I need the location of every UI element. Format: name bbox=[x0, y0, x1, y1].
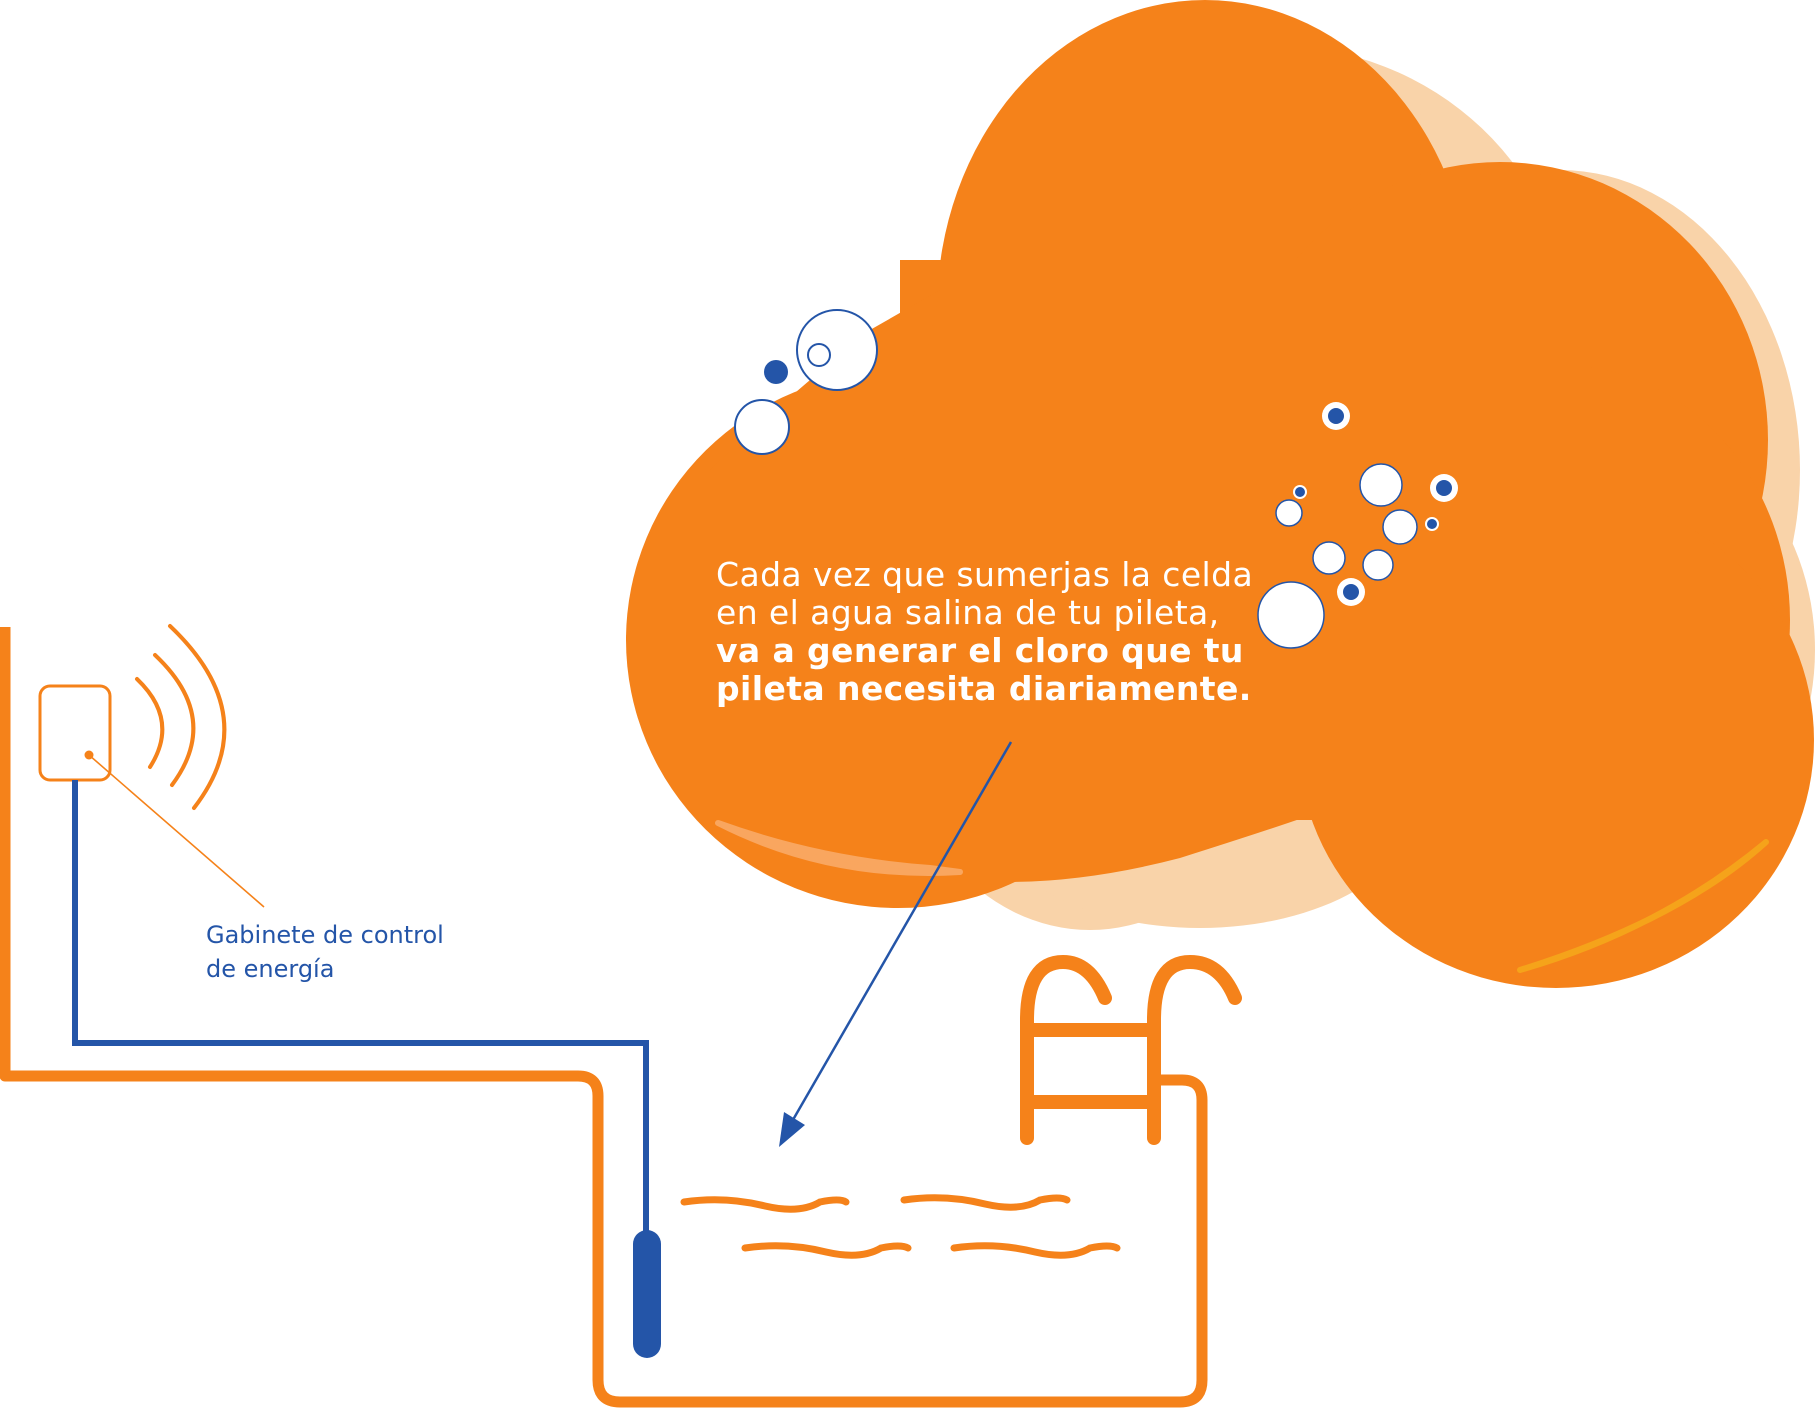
speech-cloud bbox=[626, 0, 1814, 988]
callout-bold: va a generar el cloro que tu pileta nece… bbox=[716, 631, 1252, 708]
cloud-highlight-right bbox=[1517, 839, 1769, 973]
bubble bbox=[1295, 487, 1305, 497]
callout-regular: Cada vez que sumerjas la celda en el agu… bbox=[716, 555, 1254, 632]
bubble bbox=[734, 399, 790, 455]
chlorine-bubbles-icon bbox=[734, 309, 1458, 649]
bubble bbox=[1257, 581, 1325, 649]
waves-icon bbox=[680, 1194, 1121, 1259]
callout-text: Cada vez que sumerjas la celda en el agu… bbox=[716, 556, 1256, 708]
electrode-icon bbox=[633, 1230, 661, 1358]
cloud-highlight-left bbox=[715, 820, 963, 876]
bubble bbox=[1359, 463, 1403, 507]
bubble bbox=[1427, 519, 1437, 529]
power-cable bbox=[72, 780, 649, 1232]
wall-pipe bbox=[0, 627, 1208, 1408]
cabinet-label: Gabinete de control de energía bbox=[206, 918, 536, 986]
signal-waves-icon bbox=[135, 624, 227, 810]
ladder-icon bbox=[1020, 954, 1242, 1145]
arrow-icon bbox=[779, 741, 1013, 1147]
bubble bbox=[1362, 549, 1394, 581]
bubble bbox=[1382, 509, 1418, 545]
cabinet-label-line1: Gabinete de control bbox=[206, 921, 444, 949]
bubble bbox=[1275, 499, 1303, 527]
bubble bbox=[764, 360, 788, 384]
bubble bbox=[796, 309, 878, 391]
bubble bbox=[807, 343, 831, 367]
bubble bbox=[1312, 541, 1346, 575]
cabinet-icon bbox=[38, 684, 112, 782]
cabinet-leader-line bbox=[88, 754, 265, 908]
bubble bbox=[1328, 408, 1344, 424]
bubble bbox=[1343, 584, 1359, 600]
bubble bbox=[1436, 480, 1452, 496]
cabinet-label-line2: de energía bbox=[206, 955, 335, 983]
